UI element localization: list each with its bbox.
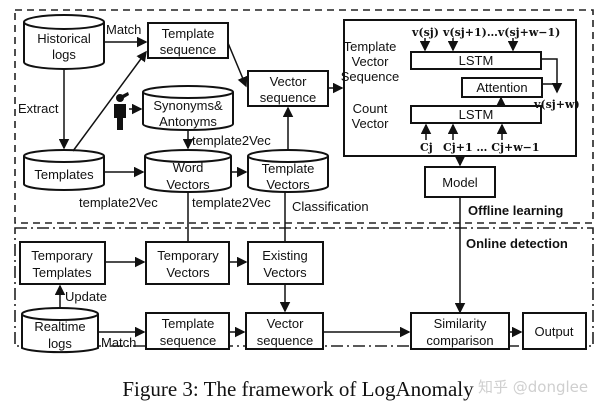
svg-text:logs: logs	[52, 47, 76, 62]
svg-text:Sequence: Sequence	[341, 69, 400, 84]
attention-box: Attention	[461, 77, 543, 98]
svg-text:Vectors: Vectors	[263, 265, 307, 280]
temporary-templates-box: Temporary Templates	[19, 241, 106, 285]
svg-text:Attention: Attention	[476, 80, 527, 95]
output-box: Output	[522, 312, 587, 350]
extract-label: Extract	[18, 101, 59, 116]
lstm-top-box: LSTM	[410, 51, 542, 70]
v-input-first: v(sj)	[411, 26, 439, 39]
svg-text:Vectors: Vectors	[166, 177, 210, 192]
human-expert-icon	[114, 92, 129, 130]
historical-logs-db: Historical logs	[23, 14, 105, 70]
watermark: 知乎 @donglee	[478, 378, 588, 396]
svg-text:Temporary: Temporary	[31, 248, 93, 263]
template-vectors-db: Template Vectors	[247, 149, 329, 193]
templates-db: Templates	[23, 149, 105, 191]
online-vector-sequence-box: Vector sequence	[245, 312, 324, 350]
svg-text:LSTM: LSTM	[459, 107, 494, 122]
svg-text:sequence: sequence	[160, 42, 216, 57]
svg-text:Vector: Vector	[352, 116, 390, 131]
svg-text:Model: Model	[442, 175, 478, 190]
classification-label: Classification	[292, 199, 369, 214]
svg-text:Vectors: Vectors	[266, 177, 310, 192]
svg-text:Historical: Historical	[37, 31, 91, 46]
similarity-comparison-box: Similarity comparison	[410, 312, 510, 350]
realtime-logs-db: Realtime logs	[21, 307, 99, 354]
word-vectors-db: Word Vectors	[144, 149, 232, 193]
svg-text:Vector: Vector	[270, 74, 308, 89]
match-label: Match	[106, 22, 141, 37]
svg-text:Similarity: Similarity	[434, 316, 487, 331]
svg-text:Template: Template	[262, 161, 315, 176]
v-output: v(sj+w)	[533, 98, 580, 111]
svg-text:Antonyms: Antonyms	[159, 114, 217, 129]
template2vec-label-2: template2Vec	[79, 195, 158, 210]
svg-text:Vector: Vector	[267, 316, 305, 331]
template2vec-label-1: template2Vec	[192, 133, 271, 148]
c-input-rest: Cj+1 … Cj+w−1	[443, 141, 540, 154]
existing-vectors-box: Existing Vectors	[247, 241, 324, 285]
svg-text:Templates: Templates	[34, 167, 94, 182]
svg-text:sequence: sequence	[257, 333, 313, 348]
svg-text:comparison: comparison	[426, 333, 493, 348]
temporary-vectors-box: Temporary Vectors	[145, 241, 230, 285]
template2vec-label-3: template2Vec	[192, 195, 271, 210]
svg-text:Vector: Vector	[352, 54, 390, 69]
offline-learning-region	[14, 9, 594, 224]
svg-text:Template: Template	[162, 316, 215, 331]
svg-text:LSTM: LSTM	[459, 53, 494, 68]
svg-text:Templates: Templates	[32, 265, 92, 280]
svg-text:Template: Template	[162, 26, 215, 41]
svg-text:Realtime: Realtime	[34, 319, 85, 334]
svg-text:Vectors: Vectors	[166, 265, 210, 280]
update-label: Update	[65, 289, 107, 304]
svg-text:sequence: sequence	[260, 90, 316, 105]
svg-text:Count: Count	[353, 101, 388, 116]
online-detection-label: Online detection	[466, 236, 568, 251]
v-input-rest: v(sj+1)…v(sj+w−1)	[442, 26, 560, 39]
svg-text:Existing: Existing	[262, 248, 308, 263]
model-box: Model	[424, 166, 496, 198]
svg-text:sequence: sequence	[160, 333, 216, 348]
vector-sequence-box: Vector sequence	[247, 70, 329, 107]
template-sequence-box: Template sequence	[147, 22, 229, 59]
c-input-first: Cj	[420, 141, 433, 154]
svg-text:Template: Template	[344, 39, 397, 54]
svg-text:Output: Output	[534, 324, 573, 339]
lstm-bottom-box: LSTM	[410, 105, 542, 124]
synonyms-antonyms-db: Synonyms& Antonyms	[142, 85, 234, 131]
online-match-label: Match	[101, 335, 136, 350]
svg-text:Word: Word	[173, 160, 204, 175]
lstm-attention-network: Template Vector Sequence Count Vector v(…	[341, 19, 580, 157]
svg-text:Synonyms&: Synonyms&	[153, 98, 223, 113]
offline-learning-label: Offline learning	[468, 203, 563, 218]
svg-text:Temporary: Temporary	[157, 248, 219, 263]
svg-text:logs: logs	[48, 336, 72, 351]
figure-caption: Figure 3: The framework of LogAnomaly	[122, 377, 474, 401]
online-template-sequence-box: Template sequence	[145, 312, 230, 350]
